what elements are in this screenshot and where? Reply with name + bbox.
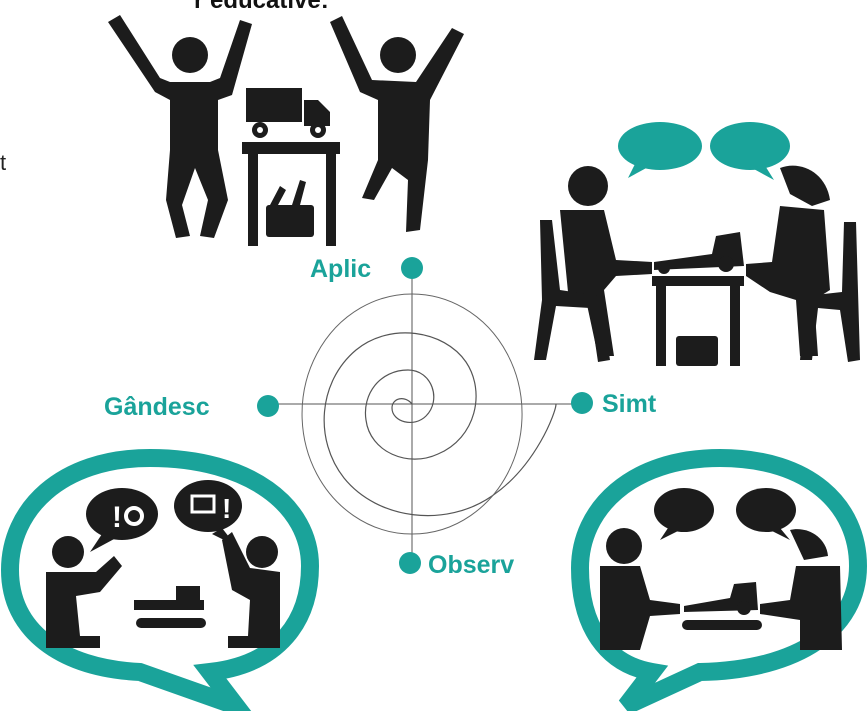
stage-simt-label: Simt	[602, 390, 657, 418]
spiral-line	[323, 332, 557, 517]
stage-aplic: Aplic	[310, 255, 423, 283]
cheering-people-illustration	[108, 15, 464, 246]
truck-cab	[304, 100, 330, 126]
platform	[682, 620, 762, 630]
stage-observ-label: Observ	[428, 551, 514, 579]
stage-gandesc-label: Gândesc	[104, 393, 210, 421]
person-head	[790, 529, 828, 560]
stage-simt-dot	[571, 392, 593, 414]
spiral-diagram	[270, 262, 580, 560]
person-body	[560, 210, 652, 356]
person-body	[760, 566, 842, 650]
table-top	[652, 276, 744, 286]
toolbox	[676, 336, 718, 366]
gear-icon	[737, 601, 751, 615]
speech-bubble-icon	[86, 488, 158, 540]
person-body	[746, 206, 830, 356]
person-head	[568, 166, 608, 206]
toolbox	[266, 205, 314, 237]
exclamation-icon: !	[222, 493, 231, 524]
outer-loop	[301, 293, 523, 535]
rectangle-icon	[190, 494, 216, 514]
stage-simt: Simt	[571, 390, 657, 418]
gear-icon	[718, 256, 734, 272]
person-body	[600, 566, 680, 650]
chair	[534, 220, 610, 362]
table-leg	[326, 154, 336, 246]
car-wheel	[658, 262, 670, 274]
person-head	[606, 528, 642, 564]
person-body	[46, 556, 122, 648]
stage-gandesc: Gândesc	[104, 393, 279, 421]
platform	[136, 618, 206, 628]
chair	[800, 222, 860, 362]
header-fragment: r educative:	[194, 0, 329, 14]
speech-bubble-icon	[736, 488, 796, 532]
person-head	[172, 37, 208, 73]
person-head	[246, 536, 278, 568]
person-head	[380, 37, 416, 73]
table-leg	[656, 286, 666, 366]
toy-truck	[134, 600, 204, 610]
person-body	[108, 15, 252, 238]
person-body	[222, 532, 280, 648]
stage-observ-dot	[399, 552, 421, 574]
table-leg	[248, 154, 258, 246]
speech-bubble-icon	[618, 122, 702, 170]
person-head	[52, 536, 84, 568]
truck-cargo	[246, 88, 302, 122]
stage-observ: Observ	[399, 551, 514, 579]
exclamation-icon: !	[112, 501, 122, 534]
person-head	[780, 165, 830, 206]
tool-icon	[270, 180, 306, 205]
gear-icon	[124, 506, 144, 526]
stage-gandesc-dot	[257, 395, 279, 417]
speech-bubble-icon	[174, 480, 242, 532]
speech-bubble-icon	[654, 488, 714, 532]
stage-aplic-dot	[401, 257, 423, 279]
conversation-bubble-illustration	[570, 448, 867, 711]
stage-aplic-label: Aplic	[310, 255, 371, 283]
table-leg	[730, 286, 740, 366]
left-edge-text-fragment: t	[0, 150, 6, 175]
speech-bubble-icon	[710, 122, 790, 170]
discussion-illustration	[534, 122, 860, 366]
person-body	[330, 16, 464, 232]
thinking-bubble-illustration: ! !	[0, 448, 320, 711]
table-top	[242, 142, 340, 154]
